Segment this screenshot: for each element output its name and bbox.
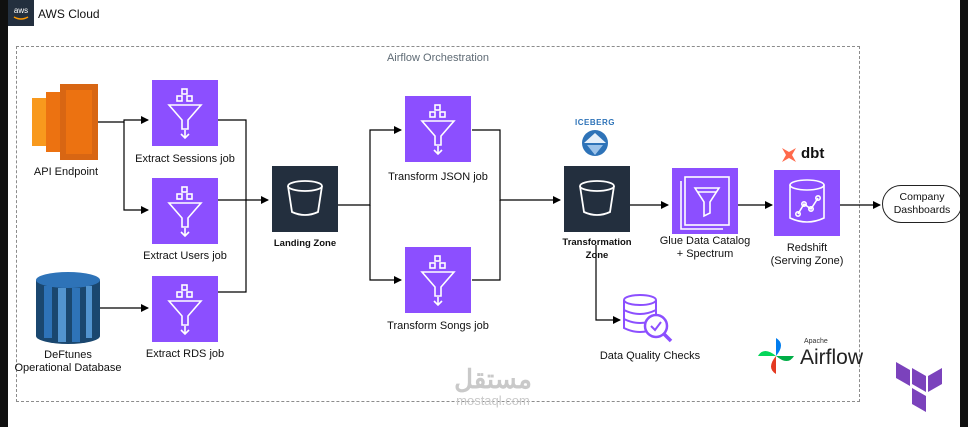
database-subtitle: Operational Database xyxy=(14,362,122,374)
redshift-icon[interactable] xyxy=(774,170,840,236)
catalog-icon xyxy=(680,176,730,230)
extract-users-job-label: Extract Users job xyxy=(143,250,227,262)
transform-json-job-label: Transform JSON job xyxy=(388,171,488,183)
transformation-zone-label: Transformation Zone xyxy=(552,236,642,262)
transformation-zone-line1: Transformation xyxy=(562,237,632,248)
transformation-zone-bucket-icon[interactable] xyxy=(564,166,630,232)
redshift-cylinder-icon xyxy=(789,179,825,223)
airflow-orchestration-label: Airflow Orchestration xyxy=(386,52,490,64)
dashboards-line2: Dashboards xyxy=(893,204,951,216)
airflow-pinwheel-icon xyxy=(758,338,794,374)
aws-logo-icon: aws xyxy=(8,0,34,26)
glue-funnel-icon xyxy=(167,186,203,238)
iceberg-wordmark: ICEBERG xyxy=(575,118,615,127)
watermark: مستقل mostaql.com xyxy=(428,365,558,409)
company-dashboards-node[interactable]: Company Dashboards xyxy=(882,185,960,223)
aws-cloud-canvas: aws AWS Cloud Airflow Orchestration xyxy=(8,0,960,427)
database-name: DeFtunes xyxy=(44,349,92,361)
s3-bucket-icon xyxy=(579,180,615,216)
aws-cloud-title: AWS Cloud xyxy=(38,7,100,21)
iceberg-icon xyxy=(582,130,608,156)
dbt-icon xyxy=(782,148,796,162)
dashboards-line1: Company xyxy=(899,191,945,203)
airflow-apache-text: Apache xyxy=(804,338,828,345)
glue-data-catalog-icon[interactable] xyxy=(672,168,738,234)
glue-funnel-icon xyxy=(420,104,456,156)
glue-funnel-icon xyxy=(167,284,203,336)
data-quality-checks-icon[interactable] xyxy=(620,292,674,344)
glue-funnel-icon xyxy=(420,255,456,307)
transform-songs-job-icon[interactable] xyxy=(405,247,471,313)
api-endpoint-icon xyxy=(32,84,98,160)
glue-line2: + Spectrum xyxy=(676,248,734,260)
transform-songs-job-label: Transform Songs job xyxy=(387,320,489,332)
operational-database-icon xyxy=(36,272,100,344)
redshift-label: Redshift (Serving Zone) xyxy=(760,242,854,268)
connector-lines xyxy=(98,116,881,324)
dbt-logo: dbt xyxy=(780,145,840,165)
apache-airflow-logo: Apache Airflow xyxy=(756,336,864,376)
airflow-orchestration-group: Airflow Orchestration xyxy=(16,46,860,402)
dbt-wordmark: dbt xyxy=(801,145,825,162)
landing-zone-bucket-icon[interactable] xyxy=(272,166,338,232)
operational-database-label: DeFtunes Operational Database xyxy=(8,349,128,375)
s3-bucket-icon xyxy=(287,180,323,216)
extract-rds-job-icon[interactable] xyxy=(152,276,218,342)
glue-funnel-icon xyxy=(167,88,203,140)
iceberg-logo: ICEBERG xyxy=(570,118,620,162)
extract-users-job-icon[interactable] xyxy=(152,178,218,244)
transformation-zone-line2: Zone xyxy=(585,250,609,261)
redshift-line1: Redshift xyxy=(786,242,828,254)
data-quality-checks-label: Data Quality Checks xyxy=(599,350,701,362)
redshift-line2: (Serving Zone) xyxy=(770,255,844,267)
airflow-name-text: Airflow xyxy=(800,346,864,369)
extract-sessions-job-label: Extract Sessions job xyxy=(135,153,235,165)
svg-text:aws: aws xyxy=(14,6,28,15)
watermark-arabic: مستقل xyxy=(454,364,532,394)
watermark-latin: mostaql.com xyxy=(456,393,530,408)
extract-rds-job-label: Extract RDS job xyxy=(145,348,225,360)
api-endpoint-label: API Endpoint xyxy=(33,166,99,178)
glue-line1: Glue Data Catalog xyxy=(659,235,751,247)
terraform-logo-icon xyxy=(894,362,948,422)
transform-json-job-icon[interactable] xyxy=(405,96,471,162)
extract-sessions-job-icon[interactable] xyxy=(152,80,218,146)
landing-zone-label: Landing Zone xyxy=(273,238,337,249)
glue-data-catalog-label: Glue Data Catalog + Spectrum xyxy=(648,235,762,261)
